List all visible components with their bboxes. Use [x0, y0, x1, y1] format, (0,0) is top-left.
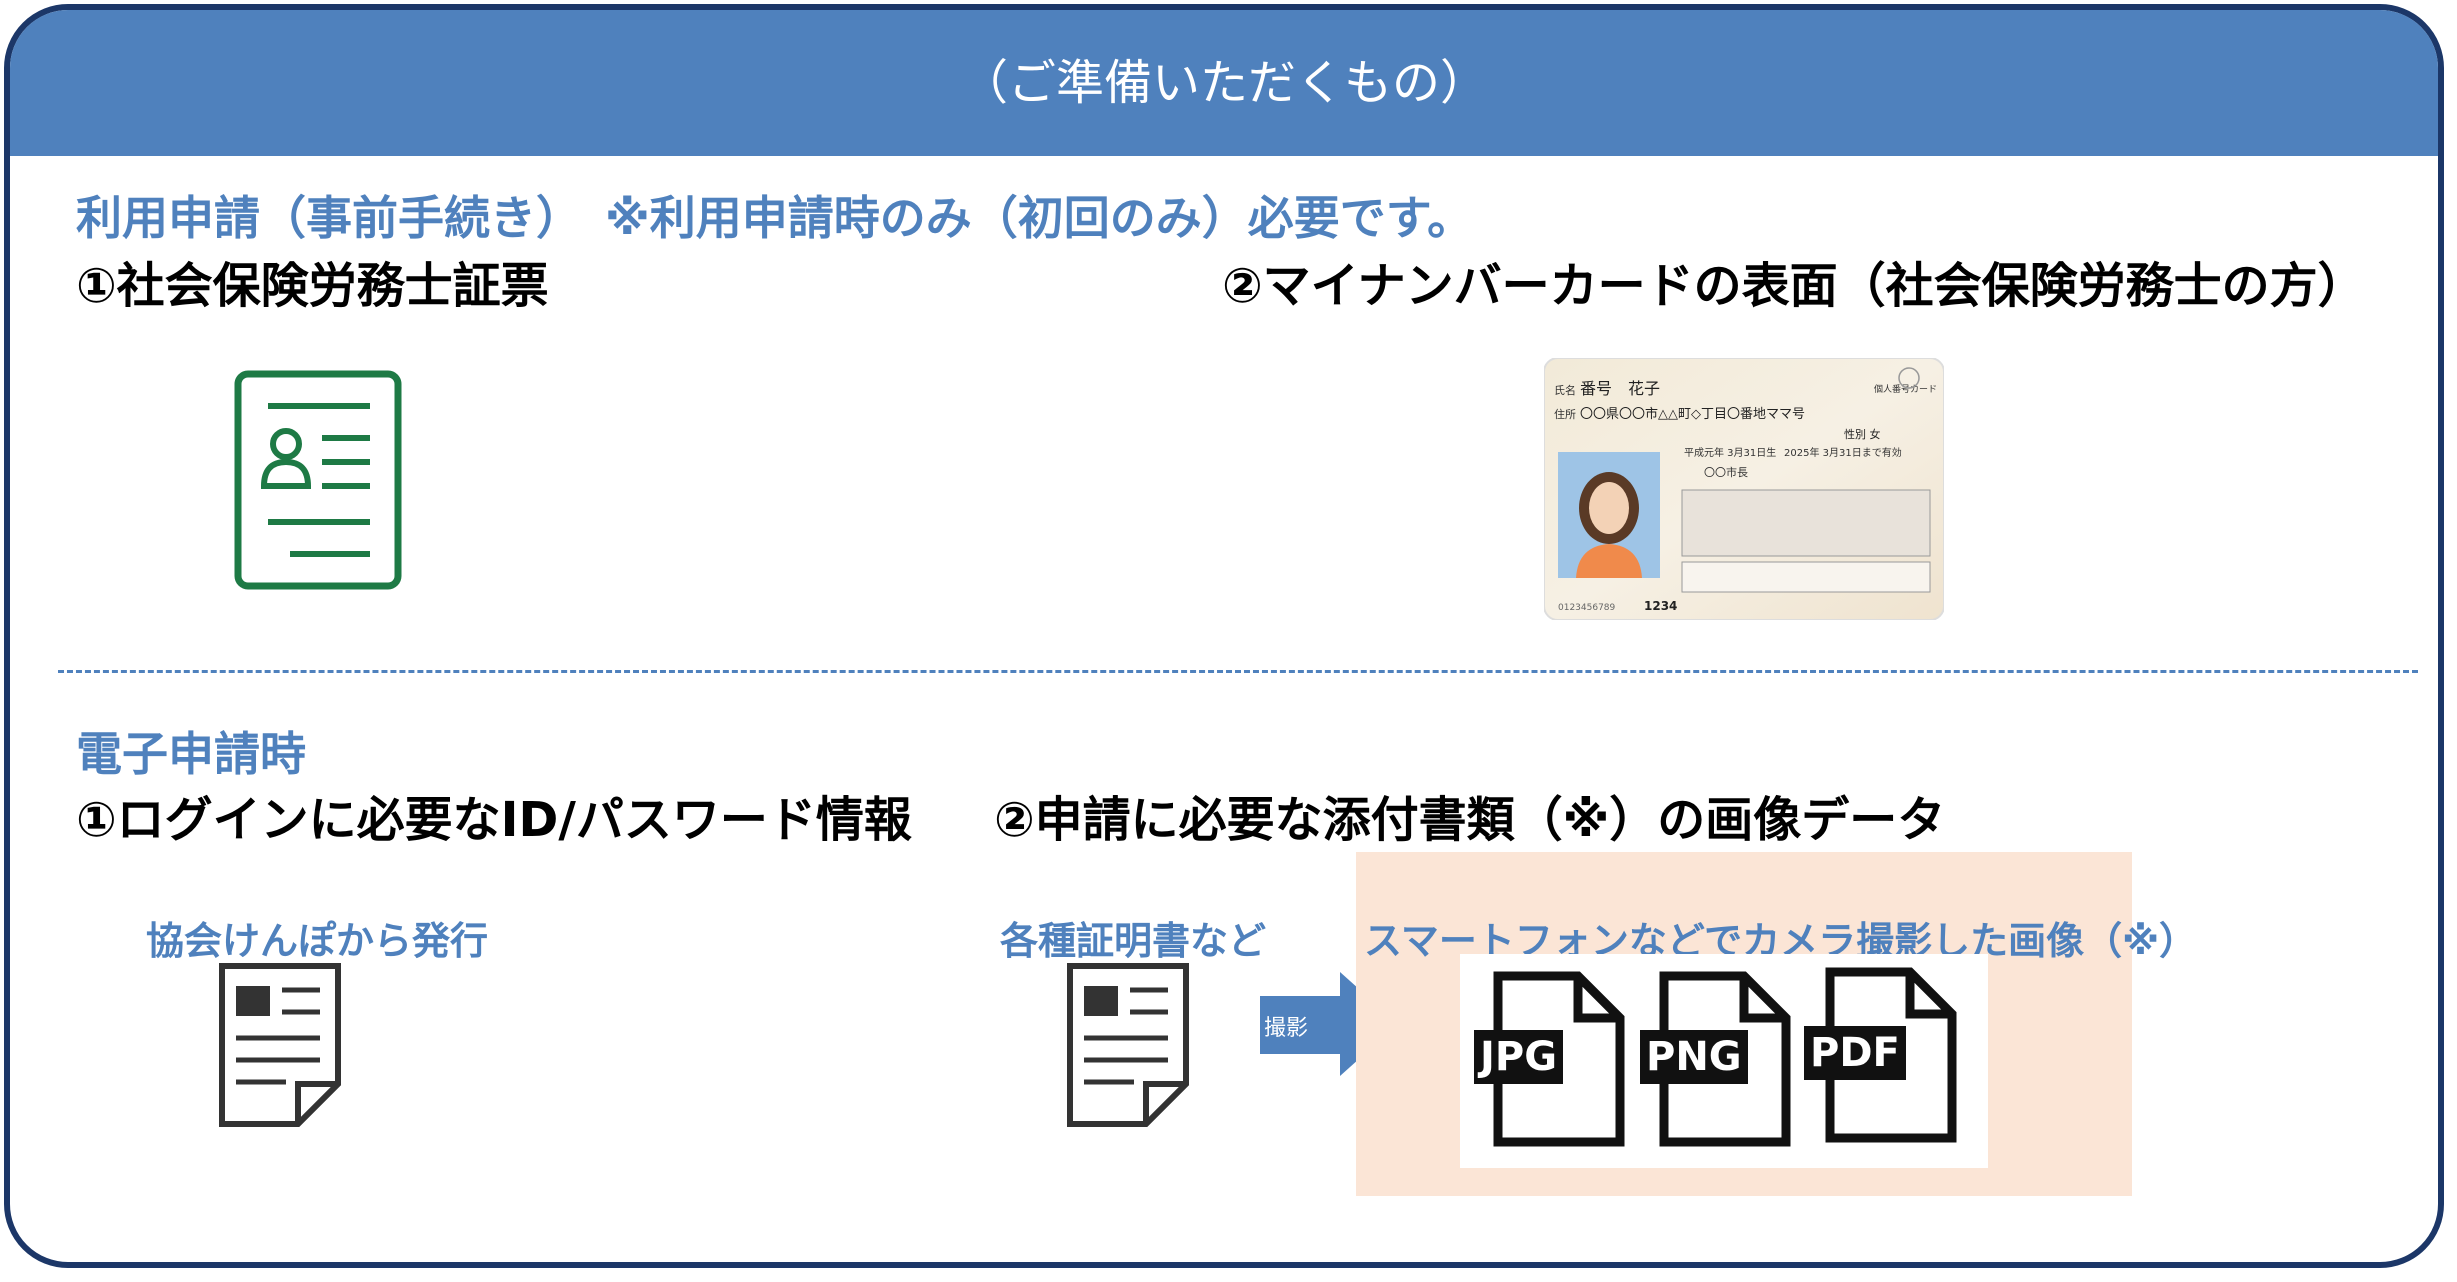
- section2-item2: ②申請に必要な添付書類（※）の画像データ: [994, 792, 1946, 848]
- card-sex: 性別 女: [1844, 427, 1881, 441]
- header-bar: （ご準備いただくもの）: [10, 10, 2438, 156]
- jpg-label: JPG: [1474, 1030, 1564, 1084]
- card-number: 1234: [1644, 599, 1677, 613]
- section1-item1: ①社会保険労務士証票: [76, 258, 549, 314]
- svg-text:0123456789: 0123456789: [1558, 603, 1616, 613]
- section-divider: [58, 670, 2418, 673]
- card-badge: 個人番号カード: [1874, 383, 1937, 395]
- pdf-label: PDF: [1804, 1026, 1906, 1080]
- card-name-label: 氏名: [1554, 383, 1576, 397]
- section2-title: 電子申請時: [76, 727, 306, 781]
- card-address: 〇〇県〇〇市△△町◇丁目〇番地ママ号: [1580, 406, 1805, 422]
- card-birth-date: 平成元年 3月31日生: [1684, 446, 1776, 459]
- arrow-label: 撮影: [1264, 1016, 1309, 1041]
- card-address-label: 住所: [1554, 407, 1576, 421]
- label-kyokai: 協会けんぽから発行: [146, 919, 489, 963]
- document-icon-left: [219, 963, 341, 1127]
- png-label: PNG: [1640, 1030, 1748, 1084]
- arrow-body: [1260, 996, 1340, 1054]
- card-city: 〇〇市長: [1704, 465, 1748, 479]
- section1-item2: ②マイナンバーカードの表面（社会保険労務士の方）: [1222, 258, 2366, 314]
- section1-title: 利用申請（事前手続き） ※利用申請時のみ（初回のみ）必要です。: [76, 191, 1474, 245]
- card-expiry: 2025年 3月31日まで有効: [1784, 446, 1902, 459]
- certificate-icon: [234, 370, 402, 590]
- my-number-card: 氏名 番号 花子 住所 〇〇県〇〇市△△町◇丁目〇番地ママ号 性別 女 個人番号…: [1544, 358, 1944, 620]
- header-title: （ご準備いただくもの）: [959, 55, 1488, 111]
- card-name: 番号 花子: [1580, 379, 1660, 398]
- section2-item1: ①ログインに必要なID/パスワード情報: [76, 792, 912, 848]
- document-icon-mid: [1067, 963, 1189, 1127]
- label-certificates: 各種証明書など: [1000, 919, 1267, 963]
- main-frame: （ご準備いただくもの） 利用申請（事前手続き） ※利用申請時のみ（初回のみ）必要…: [4, 4, 2444, 1268]
